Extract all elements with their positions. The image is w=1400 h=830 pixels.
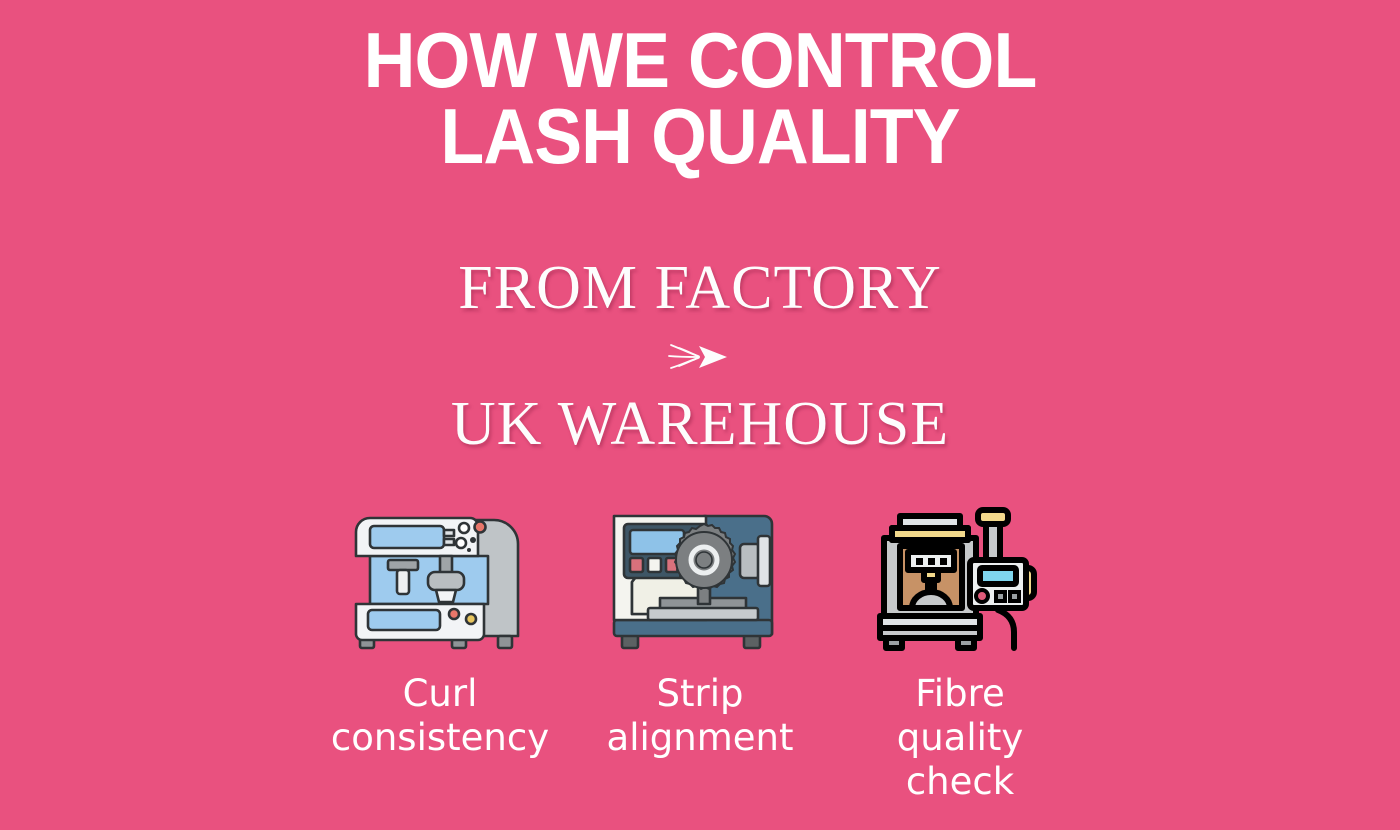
headline-line-2: LASH QUALITY bbox=[440, 92, 960, 180]
feature-caption: Fibre quality check bbox=[896, 672, 1024, 803]
headline-line-1: HOW WE CONTROL bbox=[363, 16, 1038, 104]
feature-caption: Curl consistency bbox=[330, 672, 550, 759]
route-destination: UK WAREHOUSE bbox=[450, 390, 950, 458]
airplane-icon bbox=[0, 328, 1400, 386]
feature-item-strip-alignment: Strip alignment bbox=[580, 498, 820, 760]
feature-row: Curl consistency bbox=[320, 498, 1080, 804]
feature-item-fibre-quality-check: Fibre quality check bbox=[840, 498, 1080, 804]
page-title: HOW WE CONTROL LASH QUALITY bbox=[56, 16, 1344, 180]
feature-caption: Strip alignment bbox=[606, 672, 794, 759]
strip-alignment-machine-icon bbox=[600, 498, 800, 658]
route-block: FROM FACTORY UK WAREHOUSE bbox=[0, 252, 1400, 460]
feature-item-curl-consistency: Curl consistency bbox=[320, 498, 560, 760]
fibre-quality-machine-icon bbox=[860, 498, 1060, 658]
curl-machine-icon bbox=[340, 498, 540, 658]
route-origin: FROM FACTORY bbox=[458, 254, 942, 322]
